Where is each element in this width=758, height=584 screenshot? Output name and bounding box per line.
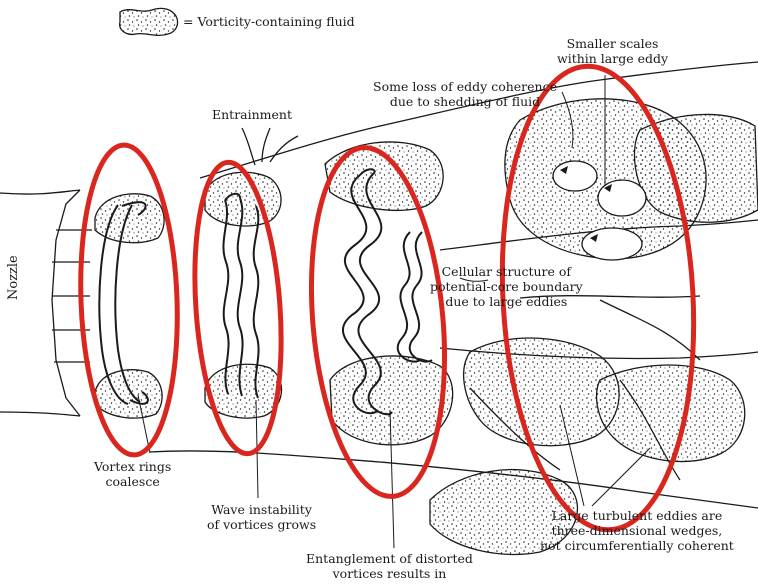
vortex-rings-label: Vortex rings coalesce xyxy=(94,459,171,489)
legend-stipple-icon xyxy=(120,8,178,35)
entanglement-label: Entanglement of distorted vortices resul… xyxy=(306,551,473,581)
entrainment-label: Entrainment xyxy=(212,107,292,122)
wave-instability-label: Wave instability of vortices grows xyxy=(207,502,316,532)
nozzle-label: Nozzle xyxy=(6,255,21,300)
loss-of-coherence-label: Some loss of eddy coherence due to shedd… xyxy=(373,79,557,109)
legend-label: = Vorticity-containing fluid xyxy=(183,14,355,29)
vorticity-blobs xyxy=(95,99,758,555)
large-eddies-label: Large turbulent eddies are three-dimensi… xyxy=(540,508,734,553)
cellular-structure-label: Cellular structure of potential-core bou… xyxy=(430,264,583,309)
smaller-scales-label: Smaller scales within large eddy xyxy=(557,36,668,66)
